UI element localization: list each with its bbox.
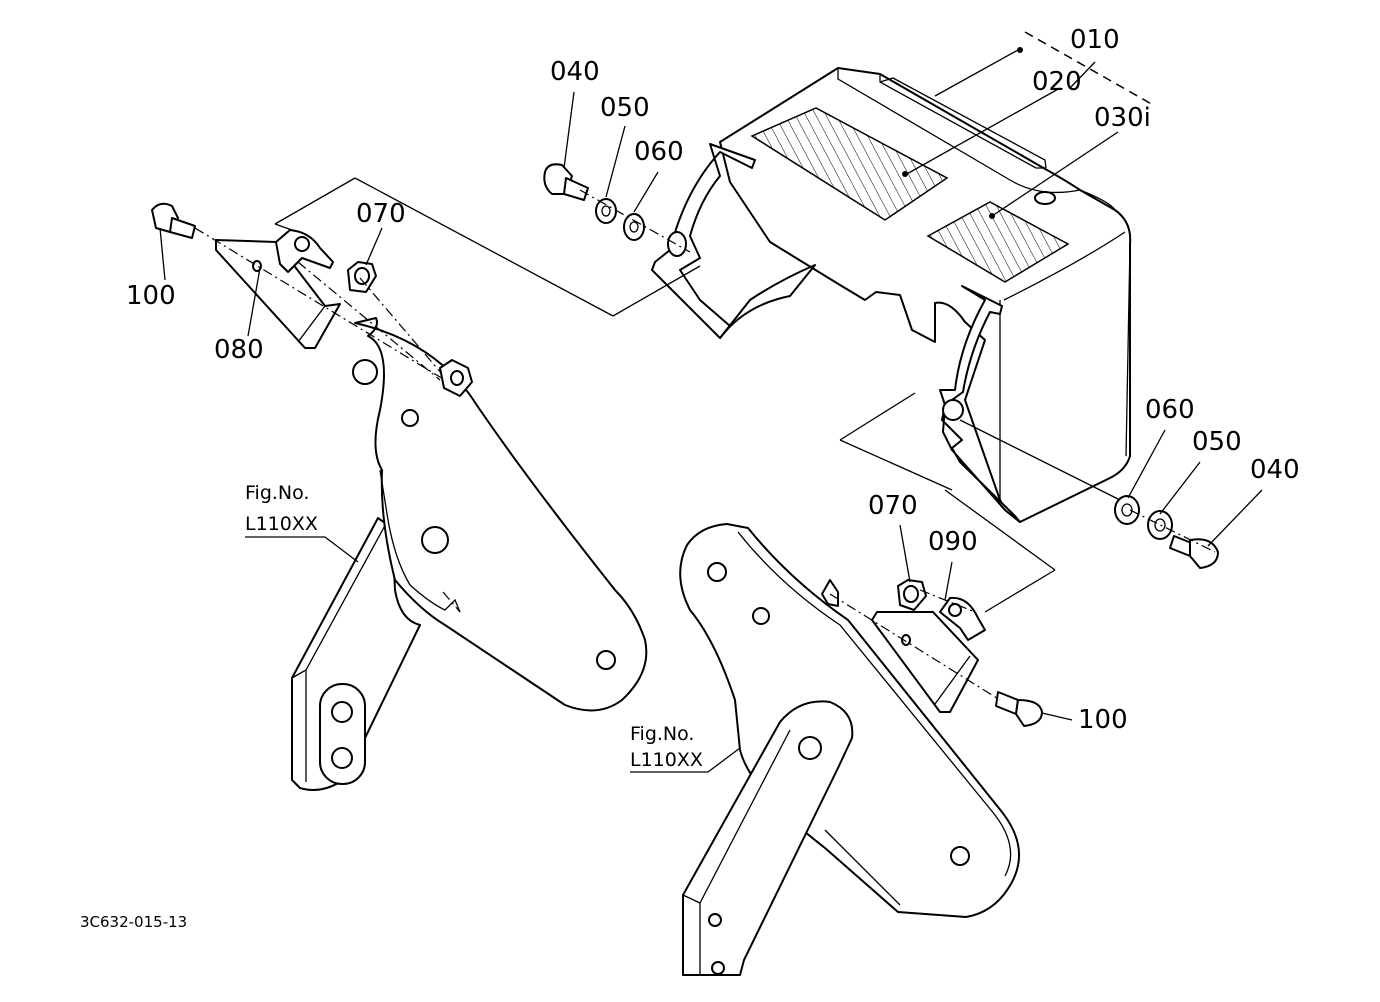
fig-ref-right-line2[interactable]: L110XX	[630, 749, 703, 771]
part-labels: 010 020 030i 040 050 060 070 100 080 060…	[126, 25, 1300, 735]
fig-ref-left-line1[interactable]: Fig.No.	[245, 482, 309, 504]
part-label-030[interactable]: 030i	[1094, 103, 1151, 133]
part-label-070-right[interactable]: 070	[868, 491, 918, 521]
drawing-code: 3C632-015-13	[80, 913, 187, 931]
fig-ref-right-line1[interactable]: Fig.No.	[630, 723, 694, 745]
part-label-010[interactable]: 010	[1070, 25, 1120, 55]
cover-assembly	[651, 67, 1132, 523]
center-lines	[194, 177, 1216, 701]
bracket-080	[151, 202, 377, 349]
part-label-050-right[interactable]: 050	[1192, 427, 1242, 457]
left-frame-bracket	[291, 317, 648, 791]
leader-lines	[159, 31, 1263, 773]
part-label-060-top[interactable]: 060	[634, 137, 684, 167]
part-label-100-right[interactable]: 100	[1078, 705, 1128, 735]
right-frame-bracket	[679, 523, 1020, 976]
part-label-070-left[interactable]: 070	[356, 199, 406, 229]
part-label-100-left[interactable]: 100	[126, 281, 176, 311]
figure-references: Fig.No. L110XX Fig.No. L110XX	[245, 482, 703, 771]
right-fasteners	[1114, 495, 1219, 569]
part-label-060-right[interactable]: 060	[1145, 395, 1195, 425]
part-label-080[interactable]: 080	[214, 335, 264, 365]
part-label-040-right[interactable]: 040	[1250, 455, 1300, 485]
upper-fasteners	[543, 163, 645, 241]
part-label-090[interactable]: 090	[928, 527, 978, 557]
part-label-040-top[interactable]: 040	[550, 57, 600, 87]
fig-ref-left-line2[interactable]: L110XX	[245, 513, 318, 535]
part-label-020[interactable]: 020	[1032, 67, 1082, 97]
part-label-050-top[interactable]: 050	[600, 93, 650, 123]
